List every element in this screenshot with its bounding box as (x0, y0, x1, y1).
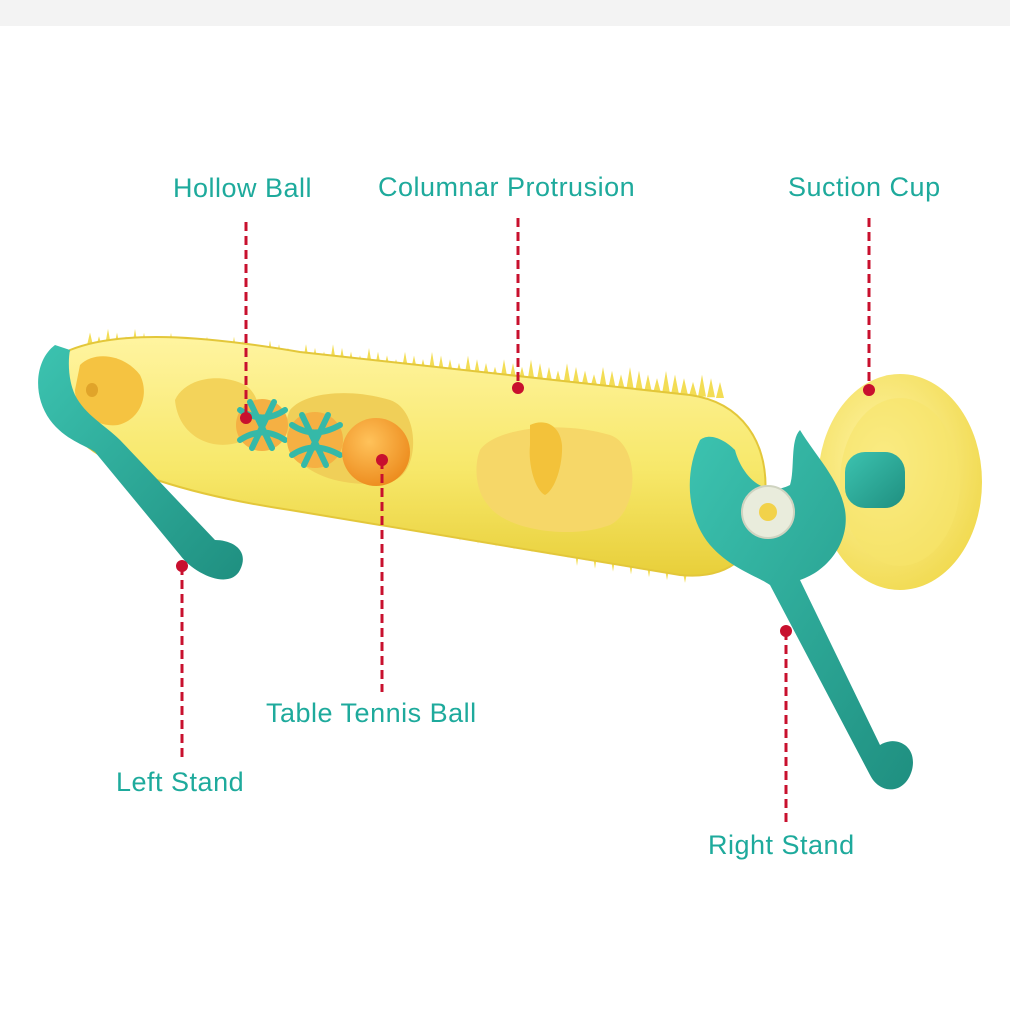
bristle (653, 378, 661, 394)
label-table-tennis-ball: Table Tennis Ball (266, 698, 477, 728)
suction-cup (818, 374, 982, 590)
bristle (689, 381, 697, 396)
bristle (707, 378, 715, 398)
label-suction-cup: Suction Cup (788, 172, 941, 202)
leader-dot-suction-cup (863, 384, 875, 396)
leader-lines (176, 218, 875, 826)
label-right-stand: Right Stand (708, 830, 855, 860)
label-left-stand: Left Stand (116, 767, 245, 797)
leader-dot-hollow-ball (240, 412, 252, 424)
leader-dot-right-stand (780, 625, 792, 637)
leader-dot-columnar-protrusion (512, 382, 524, 394)
hollow-balls (236, 399, 343, 468)
leader-dot-left-stand (176, 560, 188, 572)
label-columnar-protrusion: Columnar Protrusion (378, 172, 636, 202)
top-bar (0, 0, 1010, 26)
bristle (662, 370, 670, 394)
left-stand (38, 345, 243, 580)
inner-protrusion (529, 422, 563, 495)
bristle (680, 378, 688, 396)
suction-cup-stem (845, 452, 905, 508)
bristle (608, 370, 616, 390)
label-hollow-ball: Hollow Ball (173, 173, 313, 203)
end-opening (75, 356, 144, 426)
bristle (716, 382, 724, 398)
bristle (626, 367, 634, 392)
bristle (644, 374, 652, 393)
right-stand (689, 430, 913, 790)
bristle (635, 370, 643, 392)
bristle (698, 374, 706, 397)
bristle (671, 374, 679, 395)
table-tennis-ball (342, 418, 410, 486)
bristle (599, 367, 607, 389)
leader-dot-table-tennis-ball (376, 454, 388, 466)
scratcher-tube (56, 328, 767, 583)
